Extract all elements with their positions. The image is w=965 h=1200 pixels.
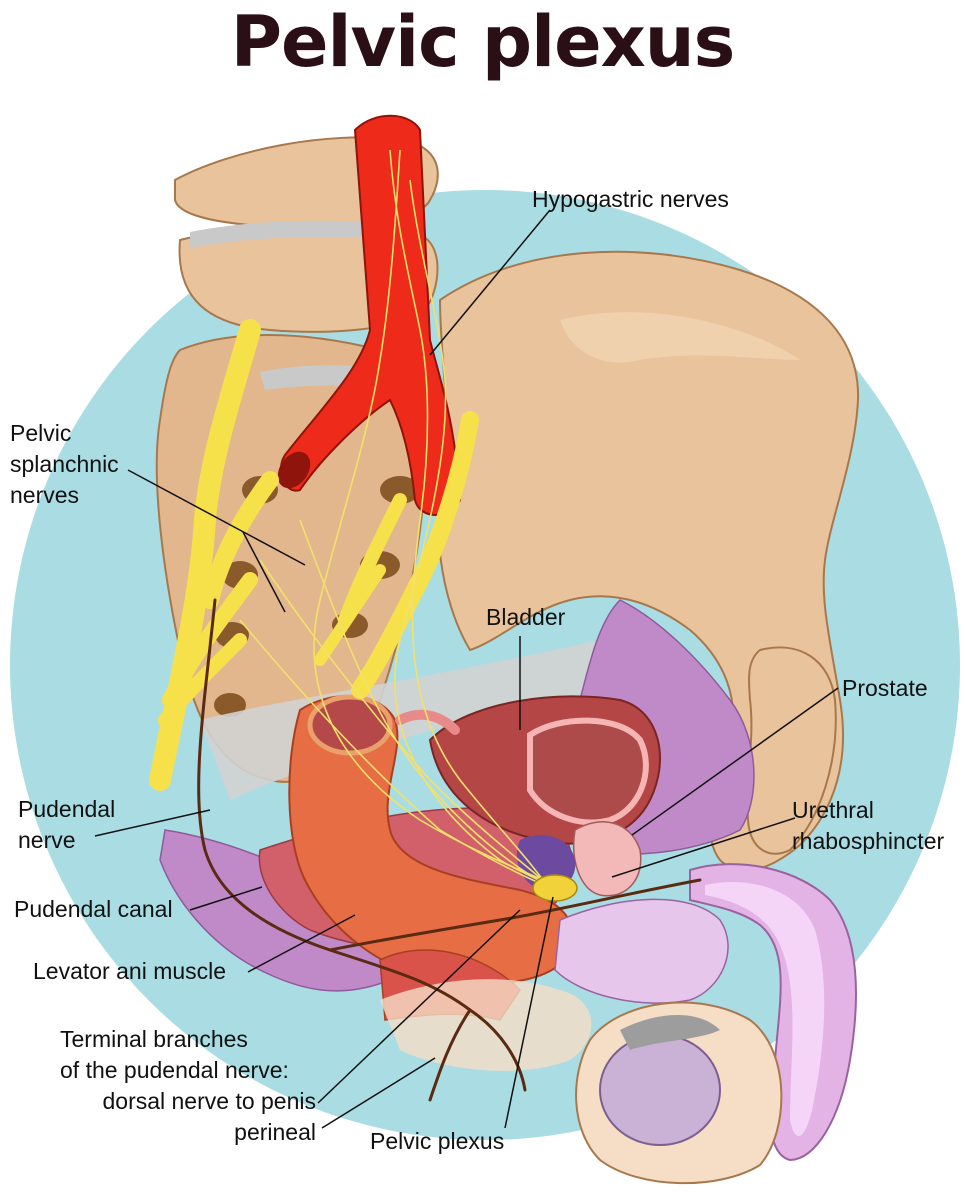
perineum: [380, 979, 592, 1071]
page-title: Pelvic plexus: [230, 1, 736, 83]
corpus-spongiosum: [554, 898, 729, 1004]
hypogastric-nerve-fibers: [239, 149, 556, 891]
label-hypogastric-nerves: Hypogastric nerves: [532, 186, 729, 212]
label-prostate: Prostate: [842, 675, 928, 701]
leader-splanchnic-1: [127, 469, 306, 566]
label-line: dorsal nerve to penis: [102, 1088, 316, 1114]
pelvic-plexus-ganglion: [532, 874, 578, 902]
label-pelvic-splanchnic-nerves: Pelvic splanchnic nerves: [10, 418, 119, 511]
label-line: Pudendal: [18, 796, 116, 822]
testis: [599, 1034, 721, 1146]
label-line: of the pudendal nerve:: [60, 1057, 289, 1083]
leader-pudendal-nerve: [94, 809, 211, 837]
label-terminal-branches: Terminal branches of the pudendal nerve:…: [60, 1024, 316, 1148]
sacral-foramen: [214, 693, 246, 717]
rectum-lumen: [307, 694, 393, 756]
leader-levator: [247, 914, 356, 973]
label-line: Pelvic: [10, 420, 72, 446]
leader-prostate: [631, 687, 839, 836]
label-line: splanchnic: [10, 451, 119, 477]
leader-pudendal-canal: [189, 886, 263, 911]
leader-terminal-perineal: [321, 1057, 436, 1129]
label-levator-ani-muscle: Levator ani muscle: [33, 958, 227, 984]
sacral-foramen: [380, 476, 420, 504]
ilium-highlight: [560, 312, 800, 363]
leader-hypogastric: [429, 209, 551, 356]
leader-plexus: [504, 896, 554, 1129]
pudendal-nerve: [197, 598, 702, 1102]
label-line: nerves: [10, 482, 80, 508]
leader-urethral: [611, 817, 796, 878]
label-bladder: Bladder: [486, 604, 566, 630]
label-line: Terminal branches: [60, 1026, 248, 1052]
leader-splanchnic-2: [242, 531, 286, 613]
bladder-lumen: [527, 717, 649, 826]
pubis-bone: [746, 646, 837, 855]
label-pelvic-plexus: Pelvic plexus: [370, 1128, 505, 1154]
iliac-artery-cut: [277, 451, 311, 489]
ureter: [395, 709, 460, 735]
label-line: nerve: [18, 827, 76, 853]
leader-lines: [94, 209, 839, 1129]
label-line: perineal: [234, 1119, 316, 1145]
prostate: [573, 821, 642, 897]
label-pudendal-nerve: Pudendal nerve: [18, 794, 115, 856]
penis-inner: [705, 882, 825, 1137]
epididymis: [620, 1015, 720, 1050]
label-line: rhabosphincter: [792, 828, 945, 854]
pelvic-splanchnic-nerves: [149, 319, 479, 791]
label-urethral-rhabosphincter: Urethral rhabosphincter: [792, 795, 944, 857]
label-pudendal-canal: Pudendal canal: [14, 896, 173, 922]
leader-terminal-dorsal: [317, 909, 521, 1104]
label-line: Urethral: [792, 797, 874, 823]
